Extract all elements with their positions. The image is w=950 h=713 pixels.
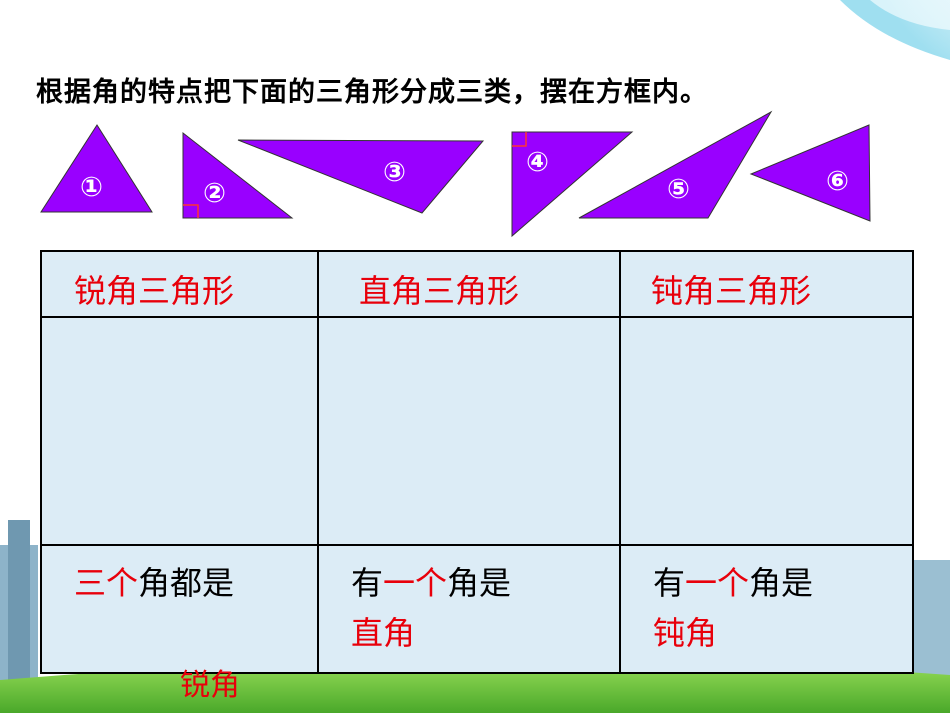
classification-table: 锐角三角形 直角三角形 钝角三角形 三个角都是 有一个角是 直角 (40, 250, 914, 674)
triangle-1-label: ① (80, 172, 103, 203)
header-right: 直角三角形 (317, 250, 621, 318)
triangle-2-right-angle-mark (183, 204, 199, 218)
building-left-dark (8, 520, 30, 713)
footer-obtuse-black-a: 有 (653, 564, 686, 602)
triangle-4-label: ④ (526, 147, 549, 178)
footer-obtuse-text: 有一个角是 钝角 (621, 546, 912, 658)
footer-obtuse: 有一个角是 钝角 (619, 544, 914, 674)
footer-acute-red: 三个 (74, 564, 139, 602)
header-acute-label: 锐角三角形 (74, 272, 235, 310)
table-footer-row: 三个角都是 有一个角是 直角 有一个角是 钝角 (40, 544, 914, 674)
triangle-2[interactable] (182, 131, 294, 219)
triangle-6[interactable] (749, 124, 871, 222)
triangle-6-label: ⑥ (826, 166, 849, 197)
header-obtuse: 钝角三角形 (619, 250, 914, 318)
header-acute: 锐角三角形 (40, 250, 319, 318)
triangle-3[interactable] (237, 139, 485, 214)
footer-right-black: 角是 (447, 564, 512, 602)
acute-answer-text: 锐角 (180, 668, 240, 703)
drop-zone-right[interactable] (317, 316, 621, 546)
triangle-2-label: ② (203, 178, 226, 209)
header-right-label: 直角三角形 (359, 272, 520, 310)
footer-right-text: 有一个角是 直角 (319, 546, 619, 658)
triangle-1[interactable] (40, 124, 153, 213)
triangle-3-label: ③ (383, 157, 406, 188)
triangle-5[interactable] (578, 110, 773, 219)
footer-acute-text: 三个角都是 (42, 546, 317, 608)
footer-right-red: 一个 (383, 564, 448, 602)
triangle-4-right-angle-mark (512, 132, 527, 147)
footer-right-answer: 直角 (351, 614, 416, 652)
triangle-5-label: ⑤ (667, 174, 690, 205)
drop-zone-obtuse[interactable] (619, 316, 914, 546)
table-header-row: 锐角三角形 直角三角形 钝角三角形 (40, 250, 914, 318)
footer-obtuse-black: 角是 (749, 564, 814, 602)
footer-obtuse-red: 一个 (685, 564, 750, 602)
triangle-4[interactable] (511, 131, 634, 238)
footer-right: 有一个角是 直角 (317, 544, 621, 674)
footer-acute: 三个角都是 (40, 544, 319, 674)
table-drop-row (40, 316, 914, 546)
footer-acute-black: 角都是 (138, 564, 235, 602)
drop-zone-acute[interactable] (40, 316, 319, 546)
instruction-title: 根据角的特点把下面的三角形分成三类，摆在方框内。 (36, 77, 708, 108)
header-obtuse-label: 钝角三角形 (651, 272, 812, 310)
footer-obtuse-answer: 钝角 (653, 614, 718, 652)
corner-glow (860, 0, 950, 90)
footer-right-black-a: 有 (351, 564, 384, 602)
